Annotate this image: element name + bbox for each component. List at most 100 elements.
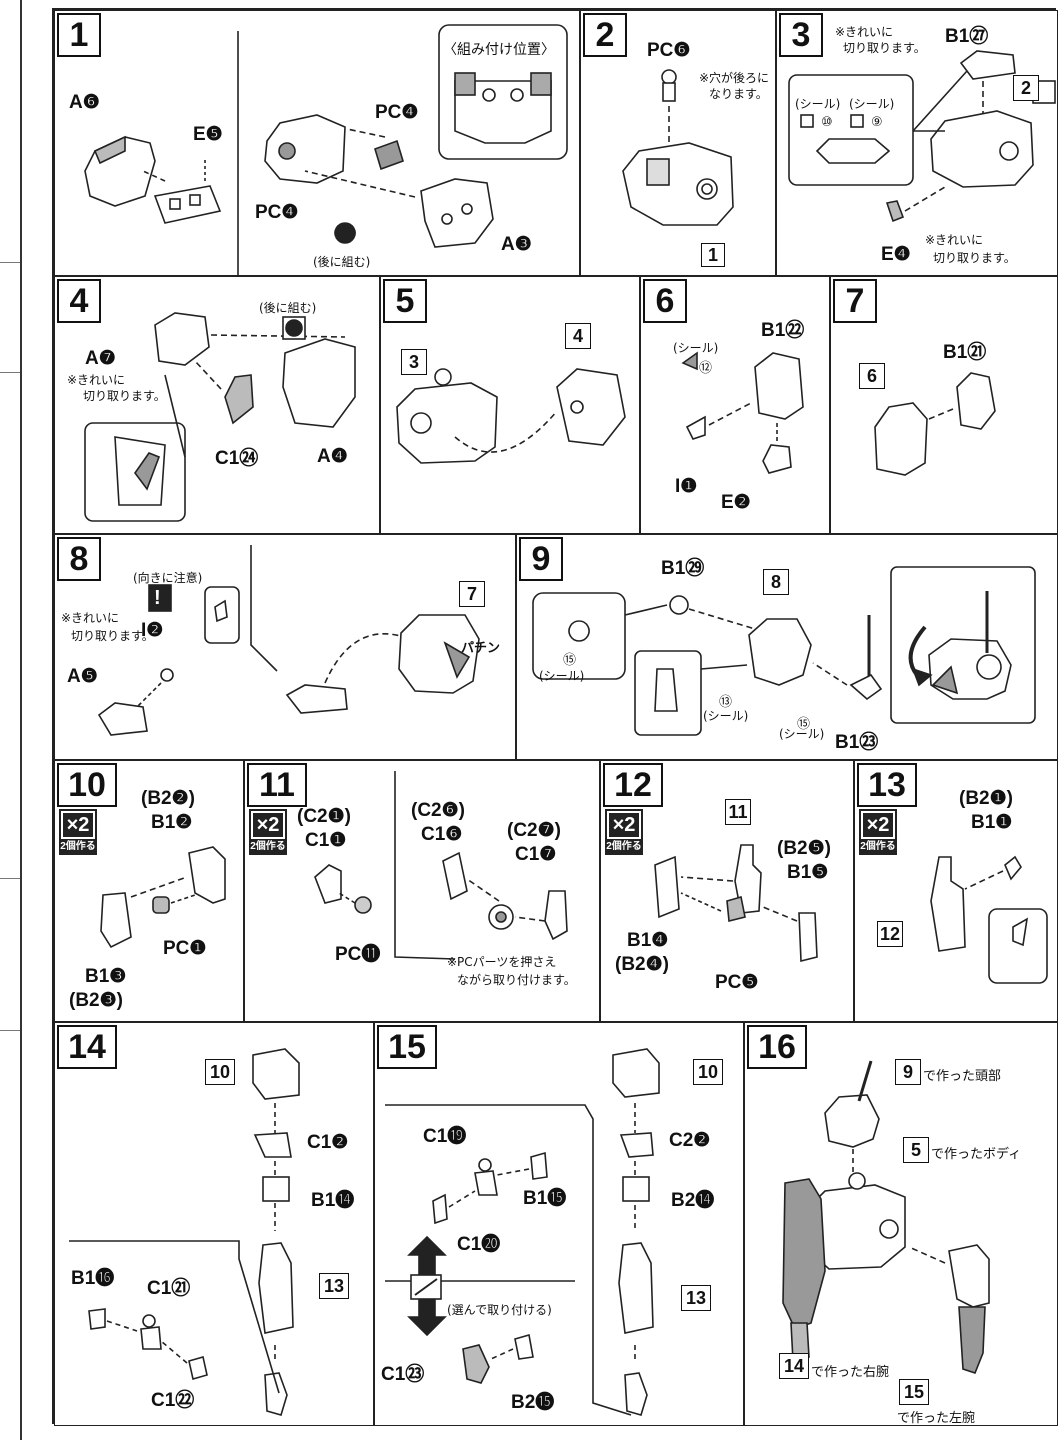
part-label: I❷ <box>141 620 164 641</box>
part-label: B1⓯ <box>523 1188 567 1209</box>
step-9-panel: 9 B1㉙ 8 ⑮ (シール) ⑬ (シール) ⑮ (シール) B <box>516 534 1058 760</box>
step-1-illustration <box>84 24 568 275</box>
seal-label: (シール) <box>795 97 841 111</box>
part-label: B1㉙ <box>661 558 705 579</box>
seal-number: ⑮ <box>563 653 577 668</box>
note: ※PCパーツを押さえ <box>447 955 557 969</box>
step-number: 12 <box>603 763 663 807</box>
step-7-panel: 7 B1㉑ 6 <box>830 276 1058 534</box>
step-7-illustration <box>874 372 996 476</box>
note: 切り取ります。 <box>83 389 166 403</box>
step-4-panel: 4 (後に組む) A❼ ※きれいに 切り取ります。 C1㉔ A❹ <box>54 276 380 534</box>
part-label: A❻ <box>69 92 100 113</box>
part-label: (B2❹) <box>615 954 669 975</box>
ref-box: 1 <box>701 243 725 267</box>
note: ※穴が後ろに <box>699 71 770 85</box>
part-label: B2⓯ <box>511 1392 555 1413</box>
part-label: (B2❷) <box>141 788 195 809</box>
note: ながら取り付けます。 <box>457 973 576 987</box>
part-label: C1㉑ <box>147 1278 191 1299</box>
part-label: PC❺ <box>715 972 759 993</box>
seal-label: (シール) <box>703 709 749 723</box>
step-16-illustration <box>782 1060 990 1374</box>
ref-box: 10 <box>693 1059 723 1085</box>
step-6-panel: 6 (シール) ⑫ B1㉒ I❶ E❷ <box>640 276 830 534</box>
ref-box: 11 <box>725 799 751 825</box>
step-3-illustration <box>788 50 1056 223</box>
seal-label: (シール) <box>673 341 719 355</box>
step-number: 15 <box>377 1025 437 1069</box>
part-label: C1❶ <box>305 830 347 851</box>
note: 切り取ります。 <box>843 41 926 55</box>
step-4-illustration <box>84 312 356 522</box>
part-label: B1㉒ <box>761 320 805 341</box>
caution-mark: ! <box>154 587 161 609</box>
step-8-panel: 8 (向きに注意) ! ※きれいに 切り取ります。 I❷ A❺ 7 パチン <box>54 534 516 760</box>
step-number: 2 <box>583 13 627 57</box>
step-number: 1 <box>57 13 101 57</box>
step-number: 7 <box>833 279 877 323</box>
seal-number: ⑬ <box>719 695 733 710</box>
part-label: B1㉗ <box>945 26 989 47</box>
part-label: PC❻ <box>647 40 691 61</box>
ref-box: 9 <box>895 1059 921 1085</box>
note-later: (後に組む) <box>313 255 371 269</box>
seal-label: (シール) <box>779 727 825 741</box>
part-label: C1❼ <box>515 844 557 865</box>
part-label: B1❸ <box>85 966 127 987</box>
step-14-panel: 14 10 C1❷ B1⓮ 13 B1⓰ C1㉑ C1㉒ <box>54 1022 374 1426</box>
step-16-panel: 16 9 で作った頭部 5 で作ったボディ 14 で作った右腕 15 で作った左… <box>744 1022 1058 1426</box>
part-label: A❺ <box>67 666 98 687</box>
part-label: C2❷ <box>669 1130 711 1151</box>
seal-number: ⑫ <box>699 361 713 376</box>
step-number: 5 <box>383 279 427 323</box>
part-label: C1㉓ <box>381 1364 425 1385</box>
part-label: B1㉓ <box>835 732 879 753</box>
part-label: PC❹ <box>375 102 419 123</box>
step-number: 9 <box>519 537 563 581</box>
part-label: B1㉑ <box>943 342 987 363</box>
part-label: B1⓰ <box>71 1268 115 1289</box>
note: 切り取ります。 <box>71 629 154 643</box>
part-label: (B2❺) <box>777 838 831 859</box>
caption: で作った左腕 <box>897 1411 976 1426</box>
step-13-illustration <box>930 855 1048 984</box>
part-label: (C2❼) <box>507 820 561 841</box>
part-label: C1❻ <box>421 824 463 845</box>
ref-box: 12 <box>877 921 903 947</box>
part-label: B1❷ <box>151 812 193 833</box>
step-12-illustration <box>654 844 818 963</box>
ref-box: 10 <box>205 1059 235 1085</box>
seal-number: ⑨ <box>871 115 883 130</box>
note: ※きれいに <box>925 233 984 247</box>
note: (選んで取り付ける) <box>447 1303 552 1317</box>
caption: で作った頭部 <box>923 1069 1002 1084</box>
part-label: C1⓴ <box>457 1234 501 1255</box>
part-label: A❸ <box>501 234 532 255</box>
seal-label: (シール) <box>849 97 895 111</box>
step-9-illustration <box>532 566 1036 736</box>
part-label: C1❷ <box>307 1132 349 1153</box>
part-label: I❶ <box>675 476 698 497</box>
part-label: C1㉒ <box>151 1390 195 1411</box>
note: なります。 <box>709 87 768 101</box>
step-number: 4 <box>57 279 101 323</box>
ref-box: 14 <box>779 1353 809 1379</box>
part-label: E❺ <box>193 124 223 145</box>
step-10-illustration <box>100 846 226 949</box>
caption: で作った右腕 <box>811 1365 890 1380</box>
step-3-panel: 3 ※きれいに 切り取ります。 B1㉗ 2 (シール) (シール) ⑩ ⑨ E❹… <box>776 10 1058 276</box>
part-label: B1❹ <box>627 930 669 951</box>
step-1-panel: 1 A❻ E❺ PC❹ PC❹ A❸ 〈組み付け位置〉 (後に組む) <box>54 10 580 276</box>
note: 切り取ります。 <box>933 251 1016 265</box>
step-number: 13 <box>857 763 917 807</box>
part-label: E❷ <box>721 492 751 513</box>
part-label: B1❺ <box>787 862 829 883</box>
part-label: PC⓫ <box>335 944 381 965</box>
